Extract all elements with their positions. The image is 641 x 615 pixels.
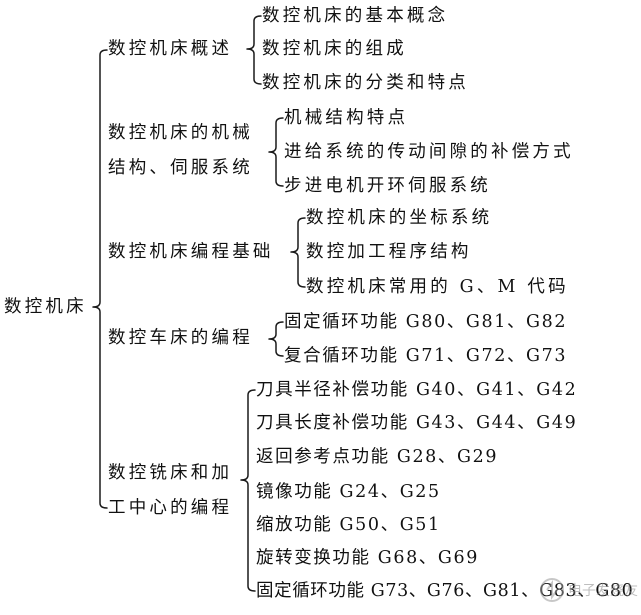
- item-mechanical-features: 机械结构特点: [284, 108, 409, 128]
- item-program-structure: 数控加工程序结构: [306, 242, 472, 262]
- group-title-milling-line1: 数控铣床和加: [108, 463, 233, 483]
- item-reference-return: 返回参考点功能 G28、G29: [256, 447, 499, 467]
- group-title-overview: 数控机床概述: [108, 39, 233, 59]
- group-title-milling-line2: 工中心的编程: [108, 498, 233, 518]
- root-label: 数控机床: [4, 297, 87, 317]
- watermark-icon: 电子发烧友: [540, 578, 638, 602]
- brace-lathe: [268, 321, 284, 357]
- item-mirror: 镜像功能 G24、G25: [256, 482, 441, 502]
- brace-overview: [246, 15, 262, 85]
- item-gm-codes: 数控机床常用的 G、M 代码: [306, 277, 569, 297]
- watermark-text: 电子发烧友: [568, 583, 638, 599]
- item-scaling: 缩放功能 G50、G51: [256, 515, 441, 535]
- item-stepper-servo: 步进电机开环伺服系统: [284, 176, 491, 196]
- group-title-mechanical-line2: 结构、伺服系统: [108, 158, 253, 178]
- item-composition: 数控机床的组成: [262, 39, 407, 59]
- brace-milling: [240, 389, 256, 592]
- brace-programming-basics: [290, 217, 306, 288]
- item-coordinate-system: 数控机床的坐标系统: [306, 208, 493, 228]
- item-classification: 数控机床的分类和特点: [262, 73, 469, 93]
- item-compound-cycle: 复合循环功能 G71、G72、G73: [284, 346, 568, 366]
- item-fixed-cycle-lathe: 固定循环功能 G80、G81、G82: [284, 312, 568, 332]
- group-title-mechanical-line1: 数控机床的机械: [108, 123, 253, 143]
- group-title-programming-basics: 数控机床编程基础: [108, 242, 274, 262]
- root-brace: [92, 49, 108, 509]
- item-fixed-cycle-mill: 固定循环功能 G73、G76、G81、G83、G80: [256, 581, 634, 601]
- group-title-lathe: 数控车床的编程: [108, 328, 253, 348]
- item-basic-concepts: 数控机床的基本概念: [262, 6, 449, 26]
- item-length-compensation: 刀具长度补偿功能 G43、G44、G49: [256, 413, 578, 433]
- brace-mechanical: [268, 117, 284, 187]
- item-radius-compensation: 刀具半径补偿功能 G40、G41、G42: [256, 380, 578, 400]
- item-rotation: 旋转变换功能 G68、G69: [256, 548, 479, 568]
- watermark-logo: 电子发烧友: [538, 570, 638, 610]
- item-backlash-compensation: 进给系统的传动间隙的补偿方式: [284, 142, 574, 162]
